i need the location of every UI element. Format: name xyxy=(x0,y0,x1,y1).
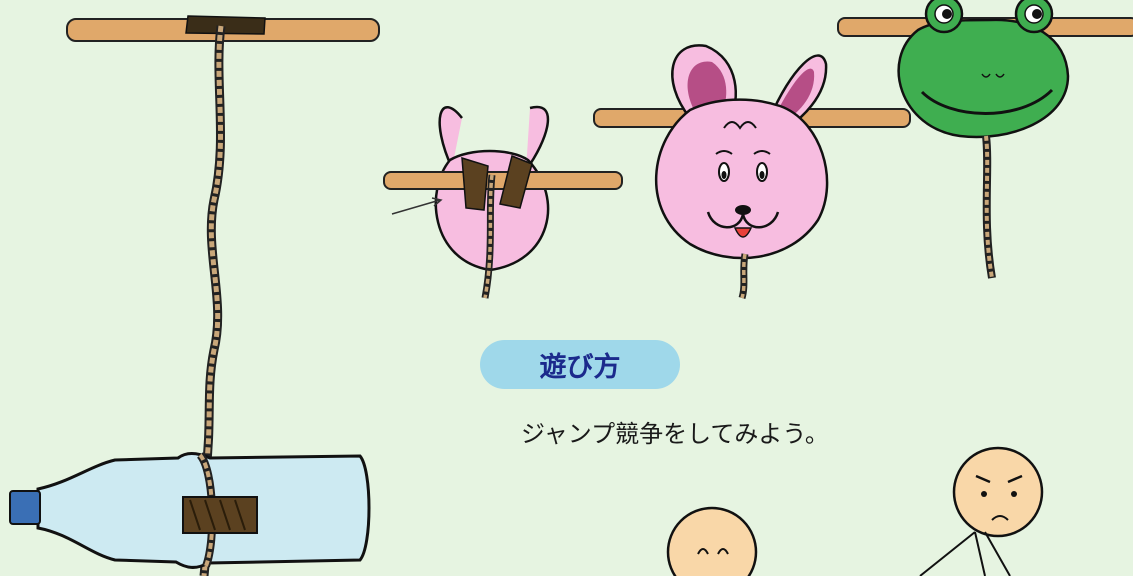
stick-tape xyxy=(185,15,266,35)
instruction-text: ジャンプ競争をしてみよう。 xyxy=(521,420,829,448)
how-to-play-badge: 遊び方 xyxy=(480,340,680,389)
small-rabbit-stick xyxy=(383,171,623,190)
small-rabbit-illustration xyxy=(383,105,623,299)
bottle-toy-illustration xyxy=(9,15,380,576)
pointer-arrow xyxy=(391,197,443,215)
bottle-cap xyxy=(9,490,41,525)
frog-head xyxy=(897,18,1070,139)
large-rabbit-illustration xyxy=(593,44,911,300)
large-rabbit-head xyxy=(655,98,829,260)
frowning-child-illustration xyxy=(919,446,1044,576)
frog-illustration xyxy=(837,0,1133,279)
how-to-play-heading: 遊び方 xyxy=(539,352,621,383)
smiling-child-illustration xyxy=(666,506,758,576)
